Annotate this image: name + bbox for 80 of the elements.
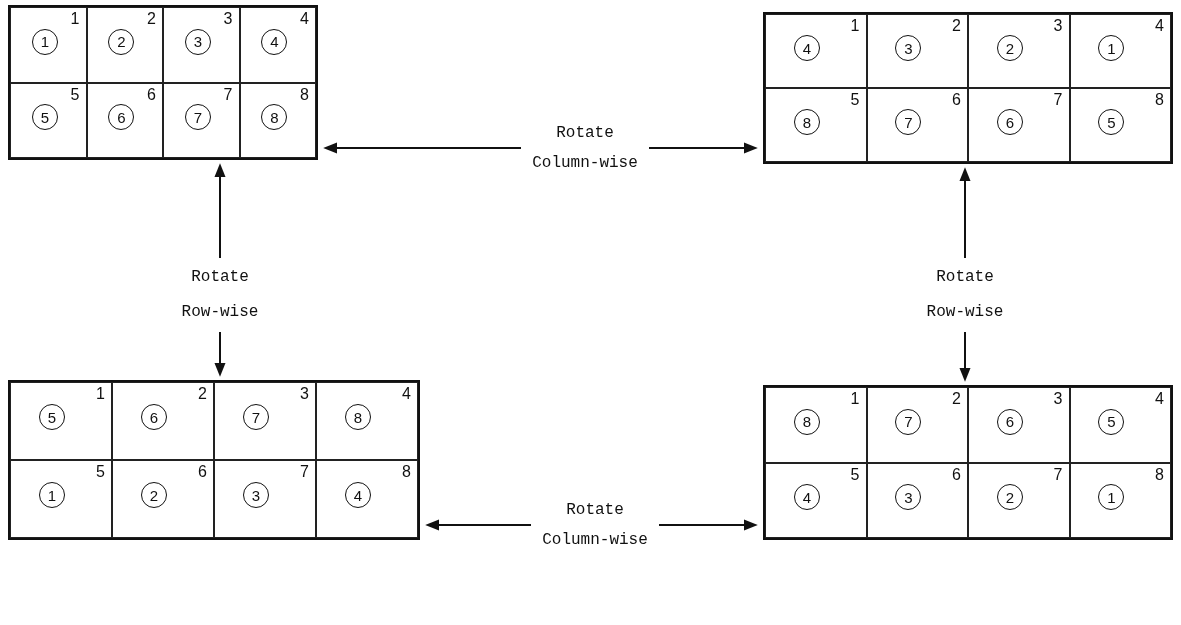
position-number: 7	[1053, 465, 1063, 484]
position-number: 1	[850, 17, 860, 35]
position-number: 1	[850, 390, 860, 408]
grid-cell	[86, 7, 163, 83]
grid-cell	[968, 387, 1070, 463]
grid-box	[763, 385, 1173, 540]
grid-cell	[10, 382, 112, 460]
position-number: 4	[300, 10, 309, 28]
position-number: 7	[223, 85, 233, 104]
grid-cell	[86, 82, 163, 158]
position-number: 7	[300, 463, 309, 481]
position-number: 5	[96, 463, 105, 481]
position-number: 3	[300, 385, 309, 403]
grid-cell	[112, 382, 214, 460]
position-number: 5	[850, 465, 860, 484]
grid-cell	[866, 462, 968, 538]
grid-cell	[214, 460, 316, 538]
position-number: 2	[147, 10, 156, 28]
rotation-label: Rotate Column-wise	[535, 495, 655, 555]
position-number: 6	[198, 463, 207, 481]
arrow	[214, 331, 226, 377]
position-number: 8	[300, 85, 309, 104]
grid-cell	[163, 7, 240, 83]
grid-box	[8, 5, 318, 160]
arrow	[959, 331, 971, 382]
rotation-label: Rotate Row-wise	[915, 262, 1015, 328]
grid-cell	[866, 88, 968, 162]
position-number: 3	[223, 10, 233, 28]
arrow	[658, 519, 758, 531]
grid-cell	[239, 82, 316, 158]
arrow	[323, 142, 522, 154]
grid-cell	[316, 460, 418, 538]
grid-cell	[1069, 462, 1171, 538]
grid-cell	[1069, 14, 1171, 88]
grid-cell	[765, 14, 867, 88]
position-number: 2	[198, 385, 207, 403]
position-number: 8	[402, 463, 411, 481]
position-number: 4	[402, 385, 411, 403]
position-number: 7	[1053, 91, 1063, 109]
position-number: 8	[1155, 91, 1164, 109]
rotation-label: Rotate Row-wise	[170, 262, 270, 328]
grid-cell	[765, 462, 867, 538]
arrow	[425, 519, 532, 531]
grid-cell	[1069, 387, 1171, 463]
arrow	[214, 163, 226, 259]
grid-cell	[968, 14, 1070, 88]
arrow	[959, 167, 971, 259]
position-number: 4	[1155, 390, 1164, 408]
position-number: 4	[1155, 17, 1164, 35]
grid-cell	[10, 82, 87, 158]
grid-cell	[316, 382, 418, 460]
position-number: 6	[147, 85, 156, 104]
grid-cell	[1069, 88, 1171, 162]
grid-cell	[968, 88, 1070, 162]
position-number: 3	[1053, 17, 1063, 35]
grid-cell	[765, 88, 867, 162]
position-number: 8	[1155, 465, 1164, 484]
position-number: 5	[850, 91, 860, 109]
position-number: 1	[70, 10, 80, 28]
rotation-label: Rotate Column-wise	[525, 118, 645, 178]
position-number: 1	[96, 385, 105, 403]
grid-cell	[10, 460, 112, 538]
grid-cell	[866, 387, 968, 463]
grid-box	[763, 12, 1173, 164]
grid-cell	[10, 7, 87, 83]
grid-cell	[968, 462, 1070, 538]
grid-cell	[112, 460, 214, 538]
position-number: 5	[70, 85, 80, 104]
arrow	[648, 142, 758, 154]
position-number: 3	[1053, 390, 1063, 408]
grid-cell	[163, 82, 240, 158]
position-number: 2	[952, 17, 961, 35]
position-number: 6	[952, 91, 961, 109]
position-number: 2	[952, 390, 961, 408]
grid-cell	[765, 387, 867, 463]
position-number: 6	[952, 465, 961, 484]
grid-box	[8, 380, 420, 540]
grid-cell	[214, 382, 316, 460]
grid-cell	[239, 7, 316, 83]
grid-cell	[866, 14, 968, 88]
